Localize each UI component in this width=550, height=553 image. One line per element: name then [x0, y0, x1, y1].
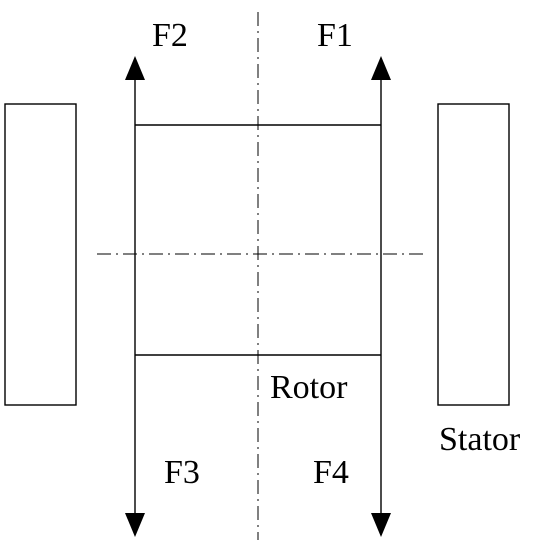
label-stator: Stator: [439, 421, 521, 458]
label-f3: F3: [164, 454, 200, 491]
label-f4: F4: [313, 454, 349, 491]
f4-arrow-head-down: [371, 513, 391, 537]
f1-arrow-head-up: [371, 56, 391, 80]
label-f1: F1: [317, 17, 353, 54]
label-f2: F2: [152, 17, 188, 54]
stator-right-block: [437, 103, 510, 406]
f2-arrow-head-up: [125, 56, 145, 80]
stator-left-block: [4, 103, 77, 406]
label-rotor: Rotor: [270, 369, 348, 406]
f3-arrow-head-down: [125, 513, 145, 537]
